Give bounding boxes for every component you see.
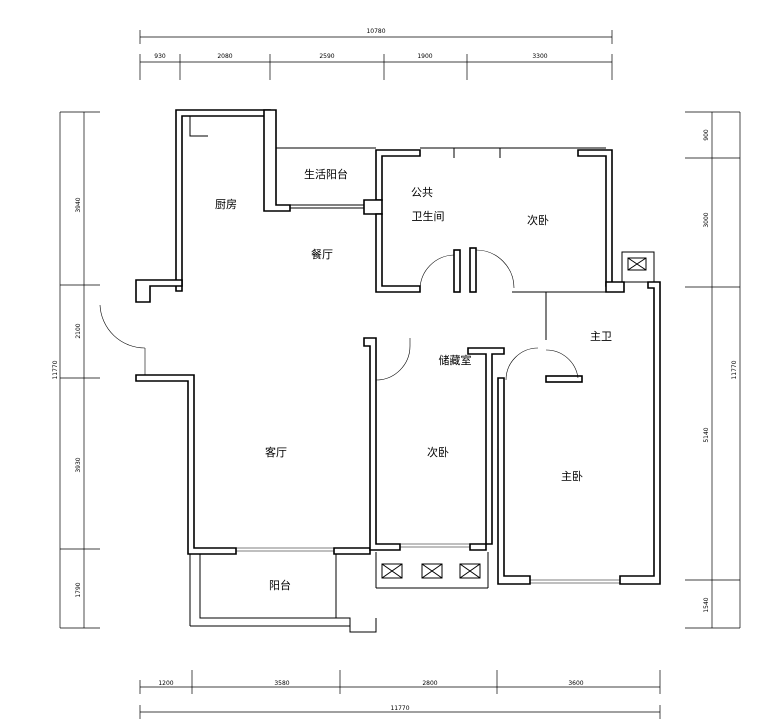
ac-unit-south-3	[459, 563, 481, 579]
bottom-dimension-4: 3600	[568, 680, 583, 687]
left-dimension-1: 3940	[75, 197, 82, 212]
room-label-dining: 餐厅	[311, 247, 333, 261]
bedroom-middle-door	[375, 338, 411, 381]
bottom-dimension-2: 3580	[274, 680, 289, 687]
bottom-dimension-1: 1200	[158, 680, 173, 687]
doors	[99, 249, 579, 381]
room-label-public-bath-1: 公共	[411, 186, 433, 199]
windows	[236, 543, 470, 552]
bottom-dimension-chain: 1200 3580 2800 3600 11770	[139, 670, 661, 719]
left-dimension-3: 3930	[75, 457, 82, 472]
master-door	[505, 347, 539, 381]
top-dimension-2: 2080	[217, 53, 232, 60]
top-total-dimension: 10780	[366, 28, 385, 35]
room-label-bedroom-middle: 次卧	[427, 445, 449, 459]
ac-units	[381, 257, 647, 579]
right-dimension-1: 900	[703, 129, 710, 141]
entry-door	[99, 304, 146, 375]
left-total-dimension: 11770	[52, 360, 59, 379]
right-total-dimension: 11770	[731, 360, 738, 379]
right-dimension-2: 3000	[703, 212, 710, 227]
top-dimension-3: 2590	[319, 53, 334, 60]
walls	[135, 109, 661, 585]
ac-unit-east	[627, 257, 647, 271]
ac-unit-south-1	[381, 563, 403, 579]
bedroom-north-door	[475, 249, 515, 289]
right-dimension-chain: 900 3000 5140 1540 11770	[685, 111, 741, 629]
bottom-total-dimension: 11770	[390, 705, 409, 712]
top-dimension-1: 930	[154, 53, 166, 60]
right-dimension-4: 1540	[703, 597, 710, 612]
bottom-dimension-3: 2800	[422, 680, 437, 687]
top-dimension-5: 3300	[532, 53, 547, 60]
ac-unit-south-2	[421, 563, 443, 579]
room-label-balcony: 阳台	[269, 578, 291, 592]
bathroom-door	[419, 254, 455, 291]
left-dimension-chain: 3940 2100 3930 1790 11770	[52, 111, 100, 629]
top-dimension-4: 1900	[417, 53, 432, 60]
left-dimension-4: 1790	[75, 582, 82, 597]
left-dimension-2: 2100	[75, 323, 82, 338]
room-label-bedroom-north: 次卧	[527, 213, 549, 227]
top-dimension-chain: 10780 930 2080 2590 1900 3300	[139, 28, 613, 80]
thin-walls	[189, 116, 655, 633]
room-labels: 厨房 生活阳台 餐厅 公共 卫生间 次卧 主卫 储藏室 客厅 次卧 主卧 阳台	[215, 167, 612, 592]
room-label-master-bath: 主卫	[590, 330, 612, 343]
right-dimension-3: 5140	[703, 427, 710, 442]
room-label-storage: 储藏室	[439, 353, 472, 367]
room-label-utility-balcony: 生活阳台	[304, 167, 348, 181]
room-label-living: 客厅	[265, 445, 287, 459]
room-label-public-bath-2: 卫生间	[412, 209, 445, 223]
room-label-master-bedroom: 主卧	[561, 470, 583, 483]
master-bath-door	[545, 349, 579, 379]
room-label-kitchen: 厨房	[215, 198, 237, 211]
